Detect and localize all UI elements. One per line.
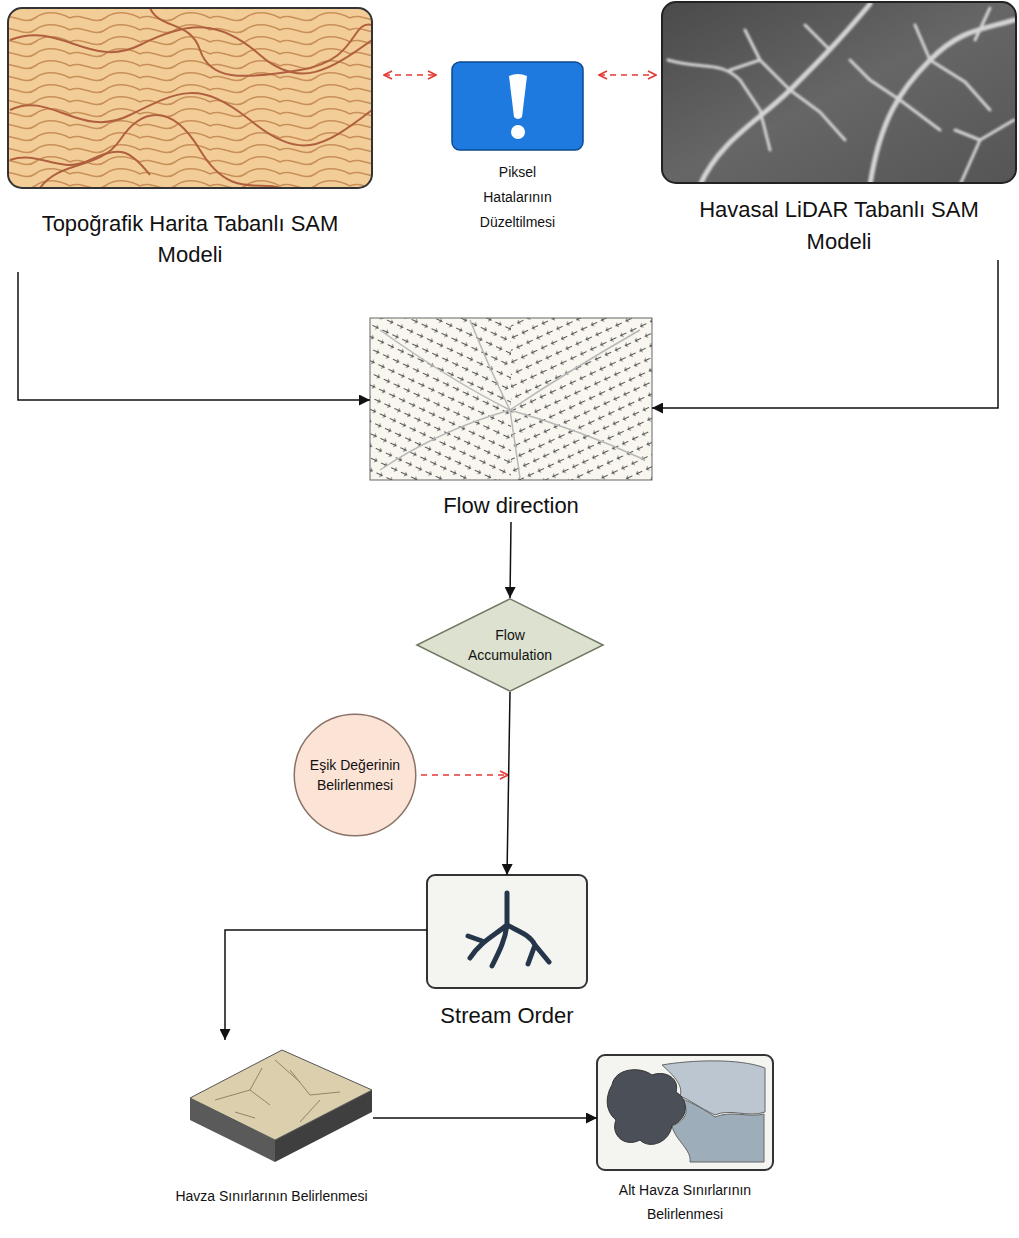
contour-line [10, 152, 150, 175]
flow-arrow [652, 260, 998, 408]
contour-line [40, 115, 280, 188]
lidar-frame [662, 2, 1016, 183]
circle-outline [293, 713, 417, 837]
flow-arrow [510, 522, 511, 598]
node-label: Flow Accumulation [460, 625, 560, 665]
valley-line [730, 25, 845, 140]
flow-arrow [373, 1117, 597, 1119]
arrow-field [511, 318, 652, 480]
exclamation-bar [509, 74, 527, 119]
warning-box [452, 62, 583, 150]
slab-cracks [215, 1060, 340, 1122]
flow-arrow [507, 692, 510, 875]
threshold-arrow [421, 774, 508, 776]
node-label: Havza Sınırlarının Belirlenmesi [172, 1184, 372, 1208]
map-panel: Topoğrafik Harita Tabanlı SAM Modeli [8, 8, 372, 272]
node-label: Alt Havza Sınırlarının Belirlenmesi [603, 1178, 768, 1226]
flow-direction-panel: Flow direction [370, 318, 652, 522]
threshold-circle: Eşik Değerinin Belirlenmesi [293, 713, 417, 837]
warning-icon [452, 62, 583, 150]
subbasin-illustration [597, 1055, 773, 1170]
dashed-arrow [384, 74, 436, 76]
stream-order-icon [427, 875, 587, 988]
subbasin-shape [607, 1070, 685, 1145]
diamond-shape [417, 599, 603, 691]
flow-paths [380, 320, 645, 478]
valley-line [870, 20, 1014, 183]
contour-line [150, 8, 372, 76]
flow-arrow [18, 272, 370, 400]
flow-arrow [225, 930, 427, 1040]
valley-line [955, 120, 1014, 183]
icon-frame [597, 1055, 773, 1170]
stream-tree [468, 893, 549, 966]
dashed-arrow [599, 74, 656, 76]
contour-pattern [8, 8, 372, 188]
node-label: Flow direction [370, 492, 652, 520]
node-label: Stream Order [427, 1002, 587, 1030]
node-label: Eşik Değerinin Belirlenmesi [303, 755, 407, 795]
icon-frame [427, 875, 587, 988]
map-ground [8, 8, 372, 188]
slab-top [190, 1050, 372, 1140]
node-label: Topoğrafik Harita Tabanlı SAM Modeli [18, 208, 363, 270]
valley-lines [668, 4, 1014, 183]
lidar-image [662, 2, 1016, 185]
diamond-outline [415, 598, 605, 692]
warning-panel: Piksel Hatalarının Düzeltilmesi [440, 62, 595, 238]
valley-line [850, 8, 990, 130]
direction-arrows [370, 318, 652, 480]
valley-line [668, 60, 770, 150]
decision-diamond: Flow Accumulation [415, 598, 605, 692]
subbasin-panel: Alt Havza Sınırlarının Belirlenmesi [597, 1055, 773, 1231]
exclamation-dot [511, 125, 525, 139]
grid-ground [370, 318, 652, 480]
contour-lines [8, 8, 372, 188]
node-label: Piksel Hatalarının Düzeltilmesi [465, 160, 570, 235]
topographic-map [8, 8, 372, 188]
basin-illustration [190, 1050, 372, 1162]
lidar-panel: Havasal LiDAR Tabanlı SAM Modeli [662, 2, 1016, 260]
flow-direction-grid [370, 318, 652, 480]
node-label: Havasal LiDAR Tabanlı SAM Modeli [679, 194, 999, 258]
grid-frame [370, 318, 652, 480]
connector-layer [18, 75, 998, 1118]
map-frame [8, 8, 372, 188]
valley-line [700, 4, 870, 183]
circle-shape [294, 714, 416, 836]
basin-panel: Havza Sınırlarının Belirlenmesi [170, 1040, 373, 1234]
stream-order-panel: Stream Order [427, 875, 587, 1033]
